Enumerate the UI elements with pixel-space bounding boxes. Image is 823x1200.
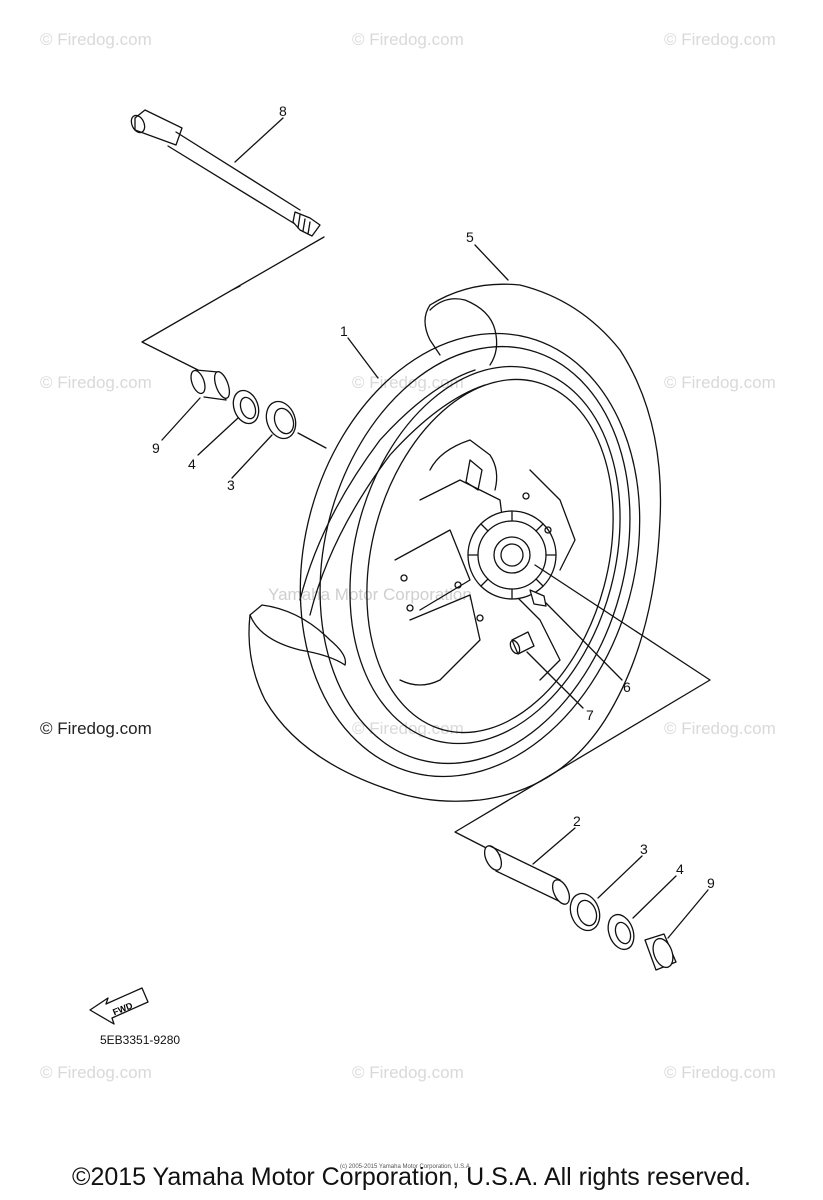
leader-left-assembly (141, 236, 325, 371)
oil-seal-left (232, 389, 260, 425)
callout-6: 6 (623, 679, 631, 695)
footer-copyright: ©2015 Yamaha Motor Corporation, U.S.A. A… (72, 1163, 751, 1191)
leader-9-left (161, 397, 201, 441)
leader-right-assembly (454, 564, 711, 856)
diagram-code: 5EB3351-9280 (100, 1033, 181, 1047)
callout-3-left: 3 (227, 477, 235, 493)
leader-3-left (231, 434, 273, 479)
collar-spacer (483, 845, 571, 905)
watermark-bottom-right: © Firedog.com (664, 1063, 776, 1082)
callout-1: 1 (340, 323, 348, 339)
collar-right (644, 933, 677, 971)
callout-7: 7 (586, 707, 594, 723)
wheel-rim (299, 332, 641, 778)
leader-axle-center (297, 432, 327, 449)
air-valve (509, 631, 535, 655)
oil-seal-right (607, 913, 635, 951)
watermark-top-left: © Firedog.com (40, 30, 152, 49)
watermark-lower-right: © Firedog.com (664, 719, 776, 738)
watermark-top-right: © Firedog.com (664, 30, 776, 49)
wheel-hub (394, 439, 576, 686)
leader-8 (234, 117, 284, 163)
callout-4-left: 4 (188, 456, 196, 472)
watermark-bottom-left: © Firedog.com (40, 1063, 152, 1082)
front-axle (130, 109, 321, 237)
leader-6 (545, 602, 623, 681)
callout-2: 2 (573, 813, 581, 829)
watermark-mid-right: © Firedog.com (664, 373, 776, 392)
fwd-arrow-icon (89, 987, 149, 1025)
leader-2 (532, 827, 576, 865)
tiny-copyright: (c) 2005-2015 Yamaha Motor Corporation, … (340, 1164, 472, 1170)
bearing-left (265, 400, 297, 440)
leader-9-right (667, 889, 709, 939)
collar-left (190, 369, 231, 401)
callout-5: 5 (466, 229, 474, 245)
leader-5 (474, 244, 509, 281)
callout-3-right: 3 (640, 841, 648, 857)
bearing-right (569, 892, 601, 932)
callout-9-left: 9 (152, 440, 160, 456)
watermark-faint-overlay: Yamaha Motor Corporation (268, 585, 472, 604)
callout-8: 8 (279, 103, 287, 119)
watermark-mid-left: © Firedog.com (40, 373, 152, 392)
watermark-dark-left: © Firedog.com (40, 719, 152, 738)
callout-4-right: 4 (676, 861, 684, 877)
watermark-top-center: © Firedog.com (352, 30, 464, 49)
hub-bolt (529, 589, 547, 607)
callout-9-right: 9 (707, 875, 715, 891)
leader-7 (526, 651, 584, 709)
leader-1 (347, 337, 379, 379)
leader-4-left (197, 417, 239, 456)
watermark-bottom-center: © Firedog.com (352, 1063, 464, 1082)
leader-3-right (597, 855, 643, 899)
leader-4-right (632, 875, 677, 919)
